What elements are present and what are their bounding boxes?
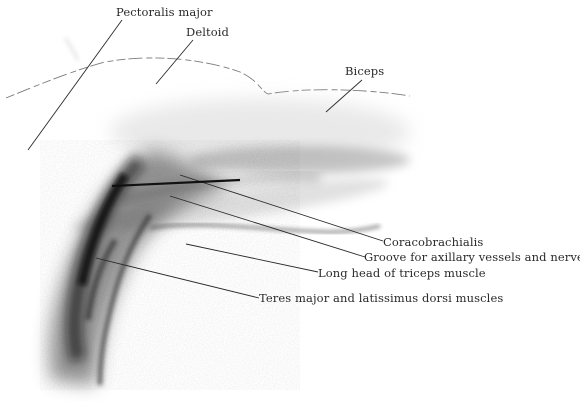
leader-deltoid	[156, 40, 193, 84]
label-long-head-triceps: Long head of triceps muscle	[318, 268, 486, 280]
leader-pectoralis	[28, 20, 122, 150]
label-coracobrachialis: Coracobrachialis	[383, 237, 483, 249]
label-groove-axillary: Groove for axillary vessels and nerves	[364, 252, 580, 264]
axilla-shadow	[40, 140, 380, 390]
label-biceps: Biceps	[345, 66, 384, 78]
label-deltoid: Deltoid	[186, 27, 229, 39]
label-teres-latissimus: Teres major and latissimus dorsi muscles	[259, 293, 503, 305]
label-pectoralis-major: Pectoralis major	[116, 7, 213, 19]
